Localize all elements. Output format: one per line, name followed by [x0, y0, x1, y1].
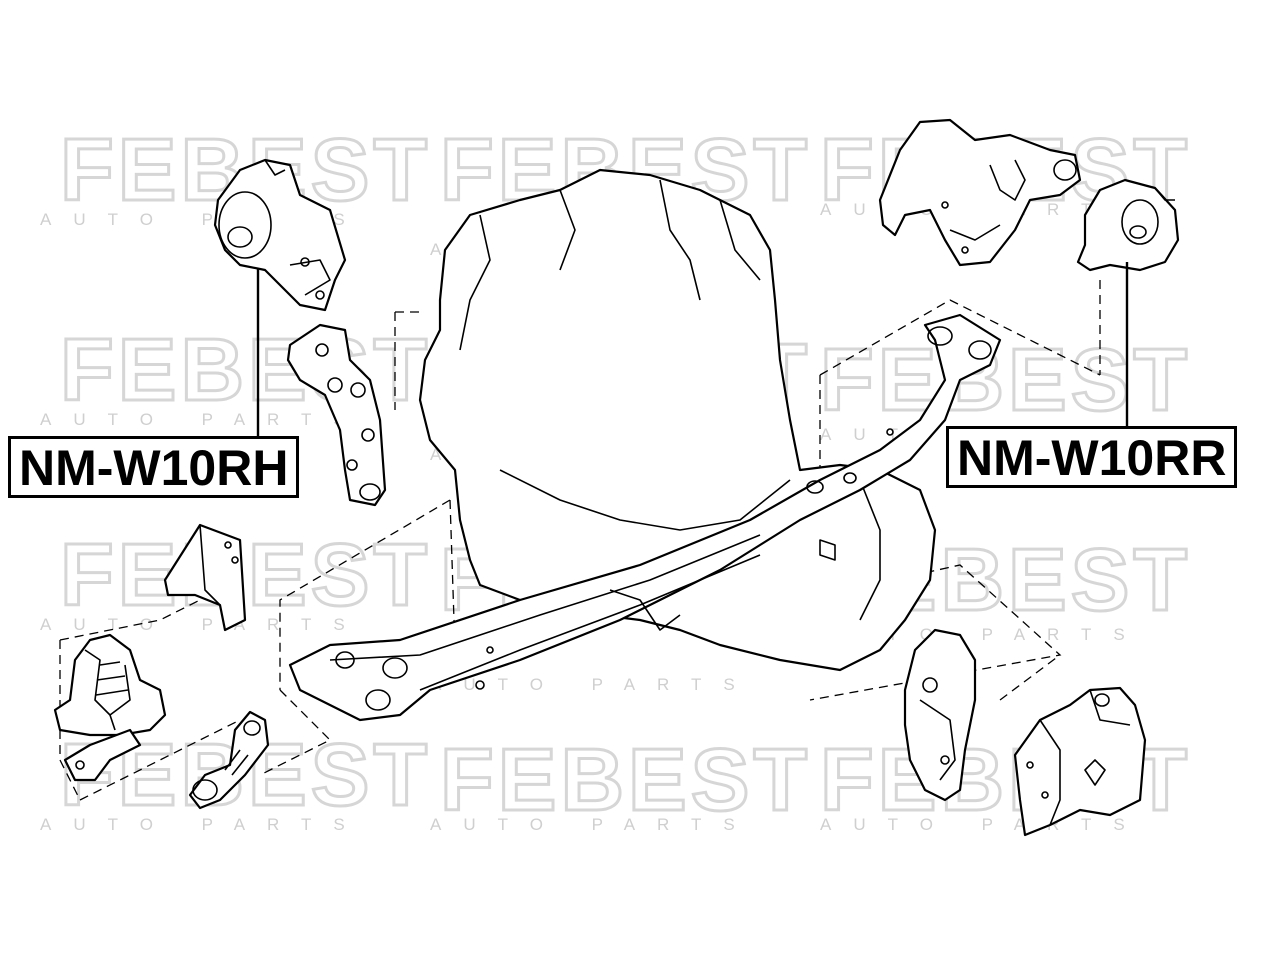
part-label-nm-w10rh: NM-W10RH — [8, 436, 300, 498]
engine-block — [418, 168, 937, 672]
watermark-sub: AUTO PARTS — [820, 815, 1147, 834]
watermark-brand: FEBEST — [60, 525, 431, 624]
watermark-sub: AUTO PARTS — [40, 815, 367, 834]
lower-right-bracket — [1013, 686, 1147, 837]
upper-right-mount — [1076, 178, 1180, 272]
lower-left-plate — [63, 728, 142, 782]
upper-left-mount — [213, 158, 347, 312]
watermark-brand: FEBEST — [820, 330, 1191, 429]
lower-left-mount — [53, 633, 167, 737]
part-label-nm-w10rr: NM-W10RR — [946, 426, 1238, 488]
lower-left-link — [188, 710, 270, 810]
crossmember — [288, 313, 1002, 722]
leader-lines — [256, 262, 1129, 436]
lower-left-bracket — [163, 523, 247, 632]
watermark-brand: FEBEST — [440, 730, 811, 829]
upper-right-bracket — [878, 118, 1082, 267]
lower-right-mount — [903, 628, 977, 802]
watermark-sub: AUTO PARTS — [430, 675, 757, 694]
watermark-sub: AUTO PARTS — [40, 615, 367, 634]
watermark-sub: AUTO PARTS — [430, 815, 757, 834]
watermark-sub: AUTO PARTS — [40, 410, 367, 429]
left-bracket — [286, 323, 387, 507]
